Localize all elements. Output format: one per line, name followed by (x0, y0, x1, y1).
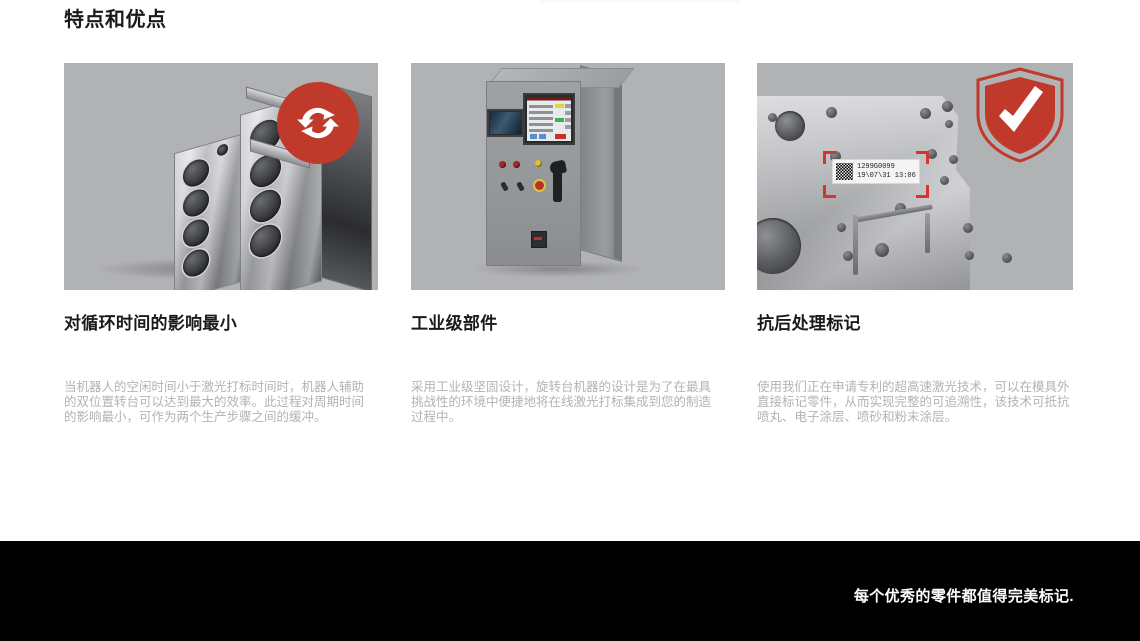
part-dot (940, 176, 949, 185)
refresh-cycle-icon (277, 82, 359, 164)
part-dot (837, 223, 846, 232)
part-dot (949, 155, 958, 164)
cabinet-indicator-lamp-2 (513, 161, 520, 168)
shield-check-icon (974, 66, 1066, 164)
part-groove-3 (925, 213, 930, 253)
feature-card-2: 工业级部件 采用工业级坚固设计，旋转台机器的设计是为了在最具挑战性的环境中便捷地… (411, 63, 725, 424)
card-1-heading: 对循环时间的影响最小 (64, 314, 237, 333)
card-3-image: 1299G0099 19\07\31 13:06 (757, 63, 1073, 290)
cabinet-side-edge (614, 77, 622, 261)
feature-card-1: 对循环时间的影响最小 当机器人的空闲时间小于激光打标时间时，机器人辅助的双位置转… (64, 63, 378, 424)
card-2-body: 采用工业级坚固设计，旋转台机器的设计是为了在最具挑战性的环境中便捷地将在线激光打… (411, 380, 712, 424)
cabinet-camera-screen (487, 109, 524, 137)
cabinet-indicator-lamp-3 (535, 160, 542, 167)
feature-card-3: 1299G0099 19\07\31 13:06 抗后处理标记 使 (757, 63, 1073, 424)
footer-tagline: 每个优秀的零件都值得完美标记. (853, 588, 1074, 605)
scan-bracket-top-right (916, 151, 929, 164)
card-2-heading: 工业级部件 (411, 314, 498, 333)
part-hole-1 (775, 111, 805, 141)
cabinet-main-switch-lever (553, 164, 562, 202)
scan-bracket-top-left (823, 151, 836, 164)
part-dot (826, 107, 837, 118)
scan-bracket-bottom-left (823, 185, 836, 198)
card-2-image (411, 63, 725, 290)
card-3-body: 使用我们正在申请专利的超高速激光技术，可以在模具外直接标记零件，从而实现完整的可… (757, 380, 1070, 424)
card-1-image (64, 63, 378, 290)
engine-block-back (174, 132, 246, 290)
scan-bracket-bottom-right (916, 185, 929, 198)
part-hole-2 (757, 218, 801, 274)
part-dot (843, 251, 853, 261)
marking-label-line-2: 19\07\31 13:06 (857, 171, 916, 180)
part-groove-2 (853, 215, 858, 275)
cabinet-indicator-lamp-1 (499, 161, 506, 168)
card-3-heading: 抗后处理标记 (757, 314, 861, 333)
cabinet-lower-module-led (534, 237, 542, 240)
marking-label-line-1: 1299G0099 (857, 162, 895, 171)
part-dot (830, 151, 841, 162)
part-dot (927, 149, 937, 159)
part-dot (875, 243, 889, 257)
page-title: 特点和优点 (64, 9, 167, 31)
top-cutoff-sliver (540, 0, 740, 3)
part-dot (965, 251, 974, 260)
part-dot (945, 120, 953, 128)
datamatrix-code-icon (836, 163, 853, 180)
part-dot (963, 223, 973, 233)
part-dot (768, 113, 777, 122)
cabinet-emergency-stop (533, 179, 546, 192)
part-dot (920, 108, 931, 119)
part-marking-label: 1299G0099 19\07\31 13:06 (832, 159, 920, 184)
card-1-body: 当机器人的空闲时间小于激光打标时间时，机器人辅助的双位置转台可以达到最大的效率。… (64, 380, 365, 424)
footer-bar: 每个优秀的零件都值得完美标记. (0, 541, 1140, 641)
part-dot (1002, 253, 1012, 263)
part-dot (942, 101, 953, 112)
cabinet-hmi-screen (523, 93, 575, 145)
